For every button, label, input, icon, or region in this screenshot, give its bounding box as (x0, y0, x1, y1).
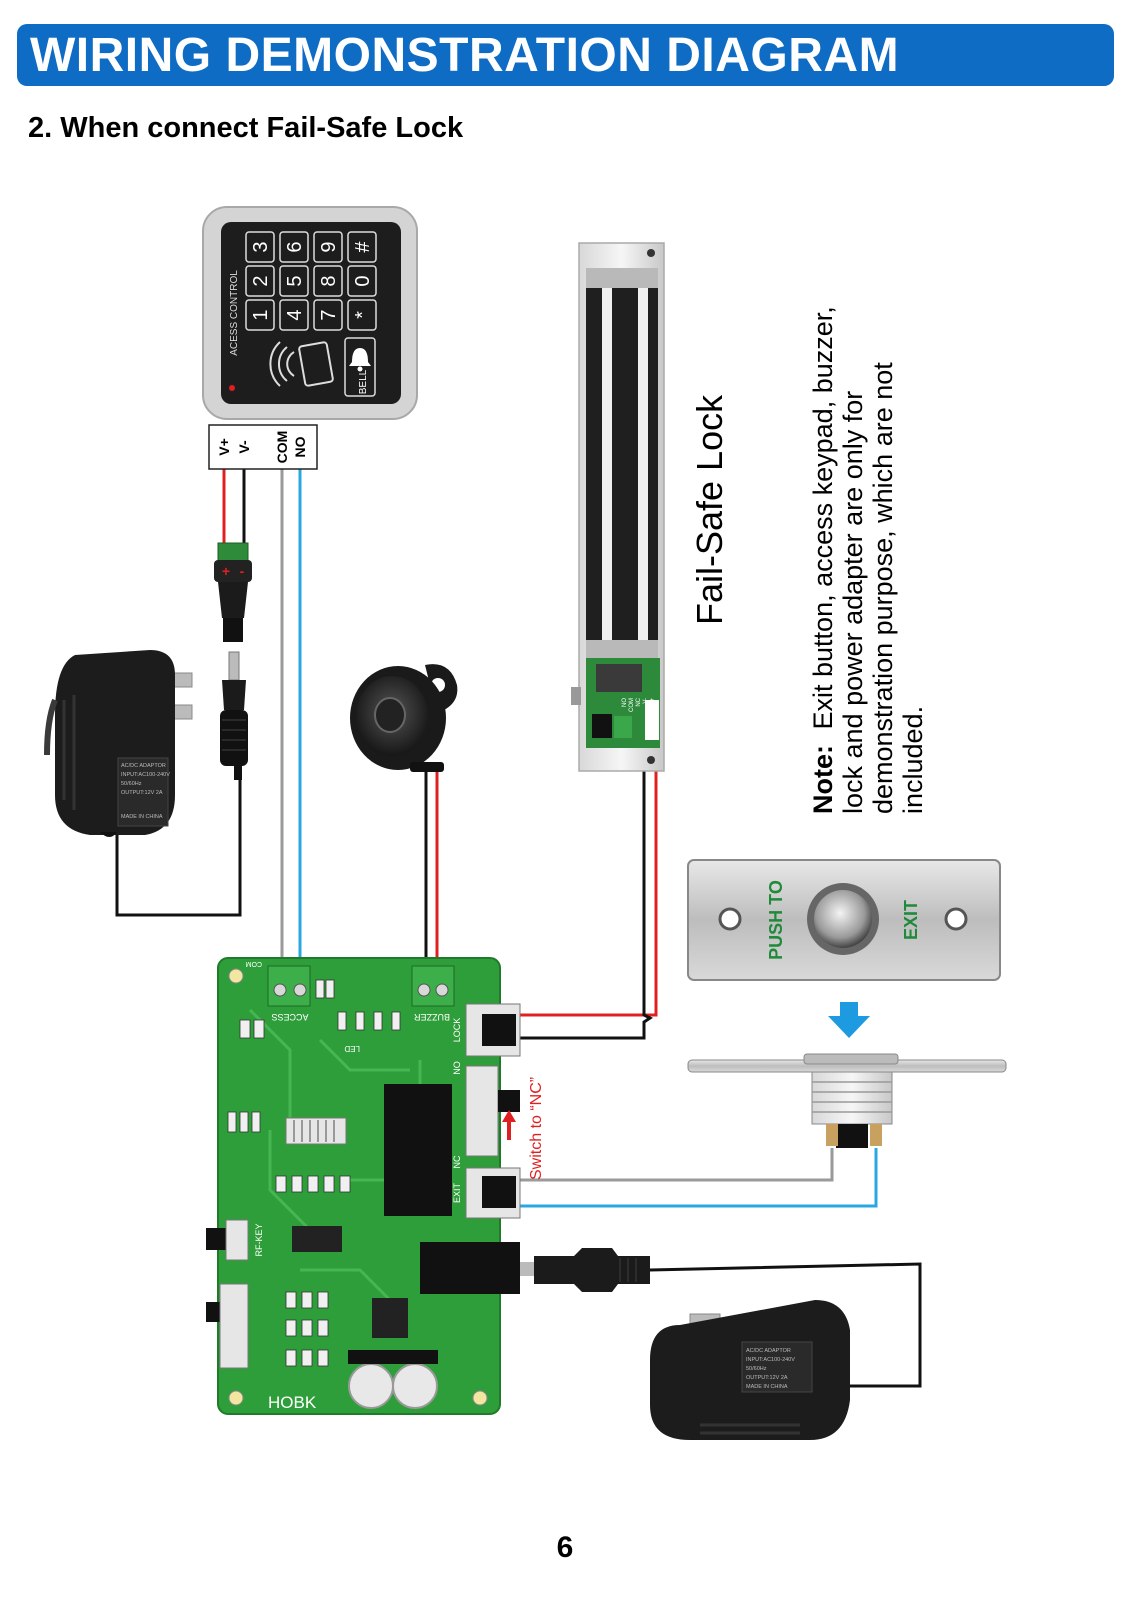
note-line-1: Exit button, access keypad, buzzer, (808, 306, 838, 729)
board-no-label: NO (452, 1061, 462, 1075)
power-adapter-top: AC/DC ADAPTOR INPUT:AC100-240V 50/60Hz O… (44, 650, 193, 837)
key-4: 4 (284, 309, 306, 320)
keypad-led-indicator (229, 385, 235, 391)
adapter-top-label-2: INPUT:AC100-240V (121, 772, 170, 778)
switch-up-arrow-icon (502, 1110, 516, 1140)
board-com-label: COM (246, 960, 263, 967)
lock-terminal-vminus: V- (643, 698, 649, 704)
key-3: 3 (250, 241, 272, 252)
dc-minus-sign: - (240, 563, 245, 579)
switch-nc-annotation: Switch to “NC” (528, 1077, 545, 1180)
board-brand-label: HOBK (268, 1393, 317, 1412)
board-exit-label: EXIT (452, 1183, 462, 1204)
key-0: 0 (352, 275, 374, 286)
lock-terminal-vplus: V+ (650, 698, 656, 706)
exit-button-front: PUSH TO EXIT (687, 859, 1001, 981)
exit-button-side (687, 1053, 1007, 1148)
key-1: 1 (250, 309, 272, 320)
keypad-keys (245, 231, 377, 331)
dc-plus-sign: + (222, 563, 230, 579)
section-subtitle: 2. When connect Fail-Safe Lock (28, 112, 464, 144)
lock-terminal-nc: NC (636, 697, 642, 706)
controller-board: ACCESS COM BUZZER LOCK NO NC EXIT (206, 957, 521, 1415)
exit-button-exit-text: EXIT (901, 900, 921, 940)
key-7: 7 (318, 309, 340, 320)
page-number: 6 (556, 1531, 574, 1564)
rfid-card-icon (269, 341, 334, 387)
keypad-brand-text: ACESS CONTROL (229, 270, 240, 356)
adapter-bottom-label-2: INPUT:AC100-240V (746, 1357, 795, 1363)
note-line-2: lock and power adapter are only for (838, 391, 868, 814)
adapter-top-label-1: AC/DC ADAPTOR (121, 763, 166, 769)
page-title: WIRING DEMONSTRATION DIAGRAM (30, 29, 900, 82)
terminal-label-no: NO (292, 436, 308, 457)
power-adapter-bottom: AC/DC ADAPTOR INPUT:AC100-240V 50/60Hz O… (650, 1300, 850, 1440)
lock-title: Fail-Safe Lock (689, 394, 730, 625)
wire-adapter-top (115, 770, 242, 917)
board-nc-label: NC (452, 1155, 462, 1168)
adapter-bottom-label-5: MADE IN CHINA (746, 1384, 788, 1390)
board-access-label: ACCESS (271, 1012, 308, 1022)
lock-terminal-no: NO (622, 698, 628, 707)
wire-lock-black (520, 770, 653, 1040)
key-star: * (352, 311, 374, 319)
wire-adapter-bottom (649, 1262, 922, 1388)
board-led-label: LED (344, 1044, 360, 1053)
board-rfkey-label: RF-KEY (254, 1223, 264, 1256)
note-label: Note: (808, 745, 838, 814)
dc-plug-board (520, 1248, 650, 1292)
board-buzzer-label: BUZZER (413, 1012, 450, 1022)
adapter-bottom-label-4: OUTPUT:12V 2A (746, 1375, 788, 1381)
bell-label: BELL (358, 369, 369, 394)
key-8: 8 (318, 275, 340, 286)
note-line-4: included. (898, 706, 928, 814)
adapter-top-label-4: OUTPUT:12V 2A (121, 790, 163, 796)
wire-lock-red (520, 722, 658, 1017)
svg-text:Note: Exit button, acces: Note: Exit button, access keypad, buzzer… (808, 306, 838, 814)
dc-barrel-plug (220, 651, 248, 780)
wire-exit-gray (520, 1148, 834, 1182)
arrow-down-icon (828, 1002, 870, 1038)
terminal-label-com: COM (274, 431, 290, 464)
adapter-top-label-5: MADE IN CHINA (121, 814, 163, 820)
access-keypad: 3 6 9 # 2 5 8 0 1 4 7 * ACESS CONTROL BE… (202, 206, 418, 470)
keypad-terminal-box (208, 424, 318, 470)
title-banner (17, 24, 1114, 86)
dc-connector: + - (214, 542, 252, 642)
adapter-bottom-label-3: 50/60Hz (746, 1366, 767, 1372)
bell-icon (344, 337, 376, 397)
exit-button-push-text: PUSH TO (766, 880, 786, 960)
terminal-label-vminus: V- (236, 440, 252, 454)
buzzer (350, 664, 458, 772)
adapter-bottom-label-1: AC/DC ADAPTOR (746, 1348, 791, 1354)
board-lock-label: LOCK (452, 1018, 462, 1043)
wires (115, 468, 922, 1388)
fail-safe-magnetic-lock: NO COM NC V- V+ (571, 242, 665, 772)
note-block: Note: Exit button, access keypad, buzzer… (808, 306, 928, 814)
key-9: 9 (318, 241, 340, 252)
key-2: 2 (250, 275, 272, 286)
note-line-3: demonstration purpose, which are not (868, 362, 898, 814)
lock-terminal-com: COM (629, 698, 635, 712)
terminal-label-vplus: V+ (216, 438, 232, 456)
key-hash: # (352, 241, 374, 253)
wire-exit-blue (520, 1148, 878, 1208)
key-5: 5 (284, 275, 306, 286)
key-6: 6 (284, 241, 306, 252)
adapter-top-label-3: 50/60Hz (121, 781, 142, 787)
